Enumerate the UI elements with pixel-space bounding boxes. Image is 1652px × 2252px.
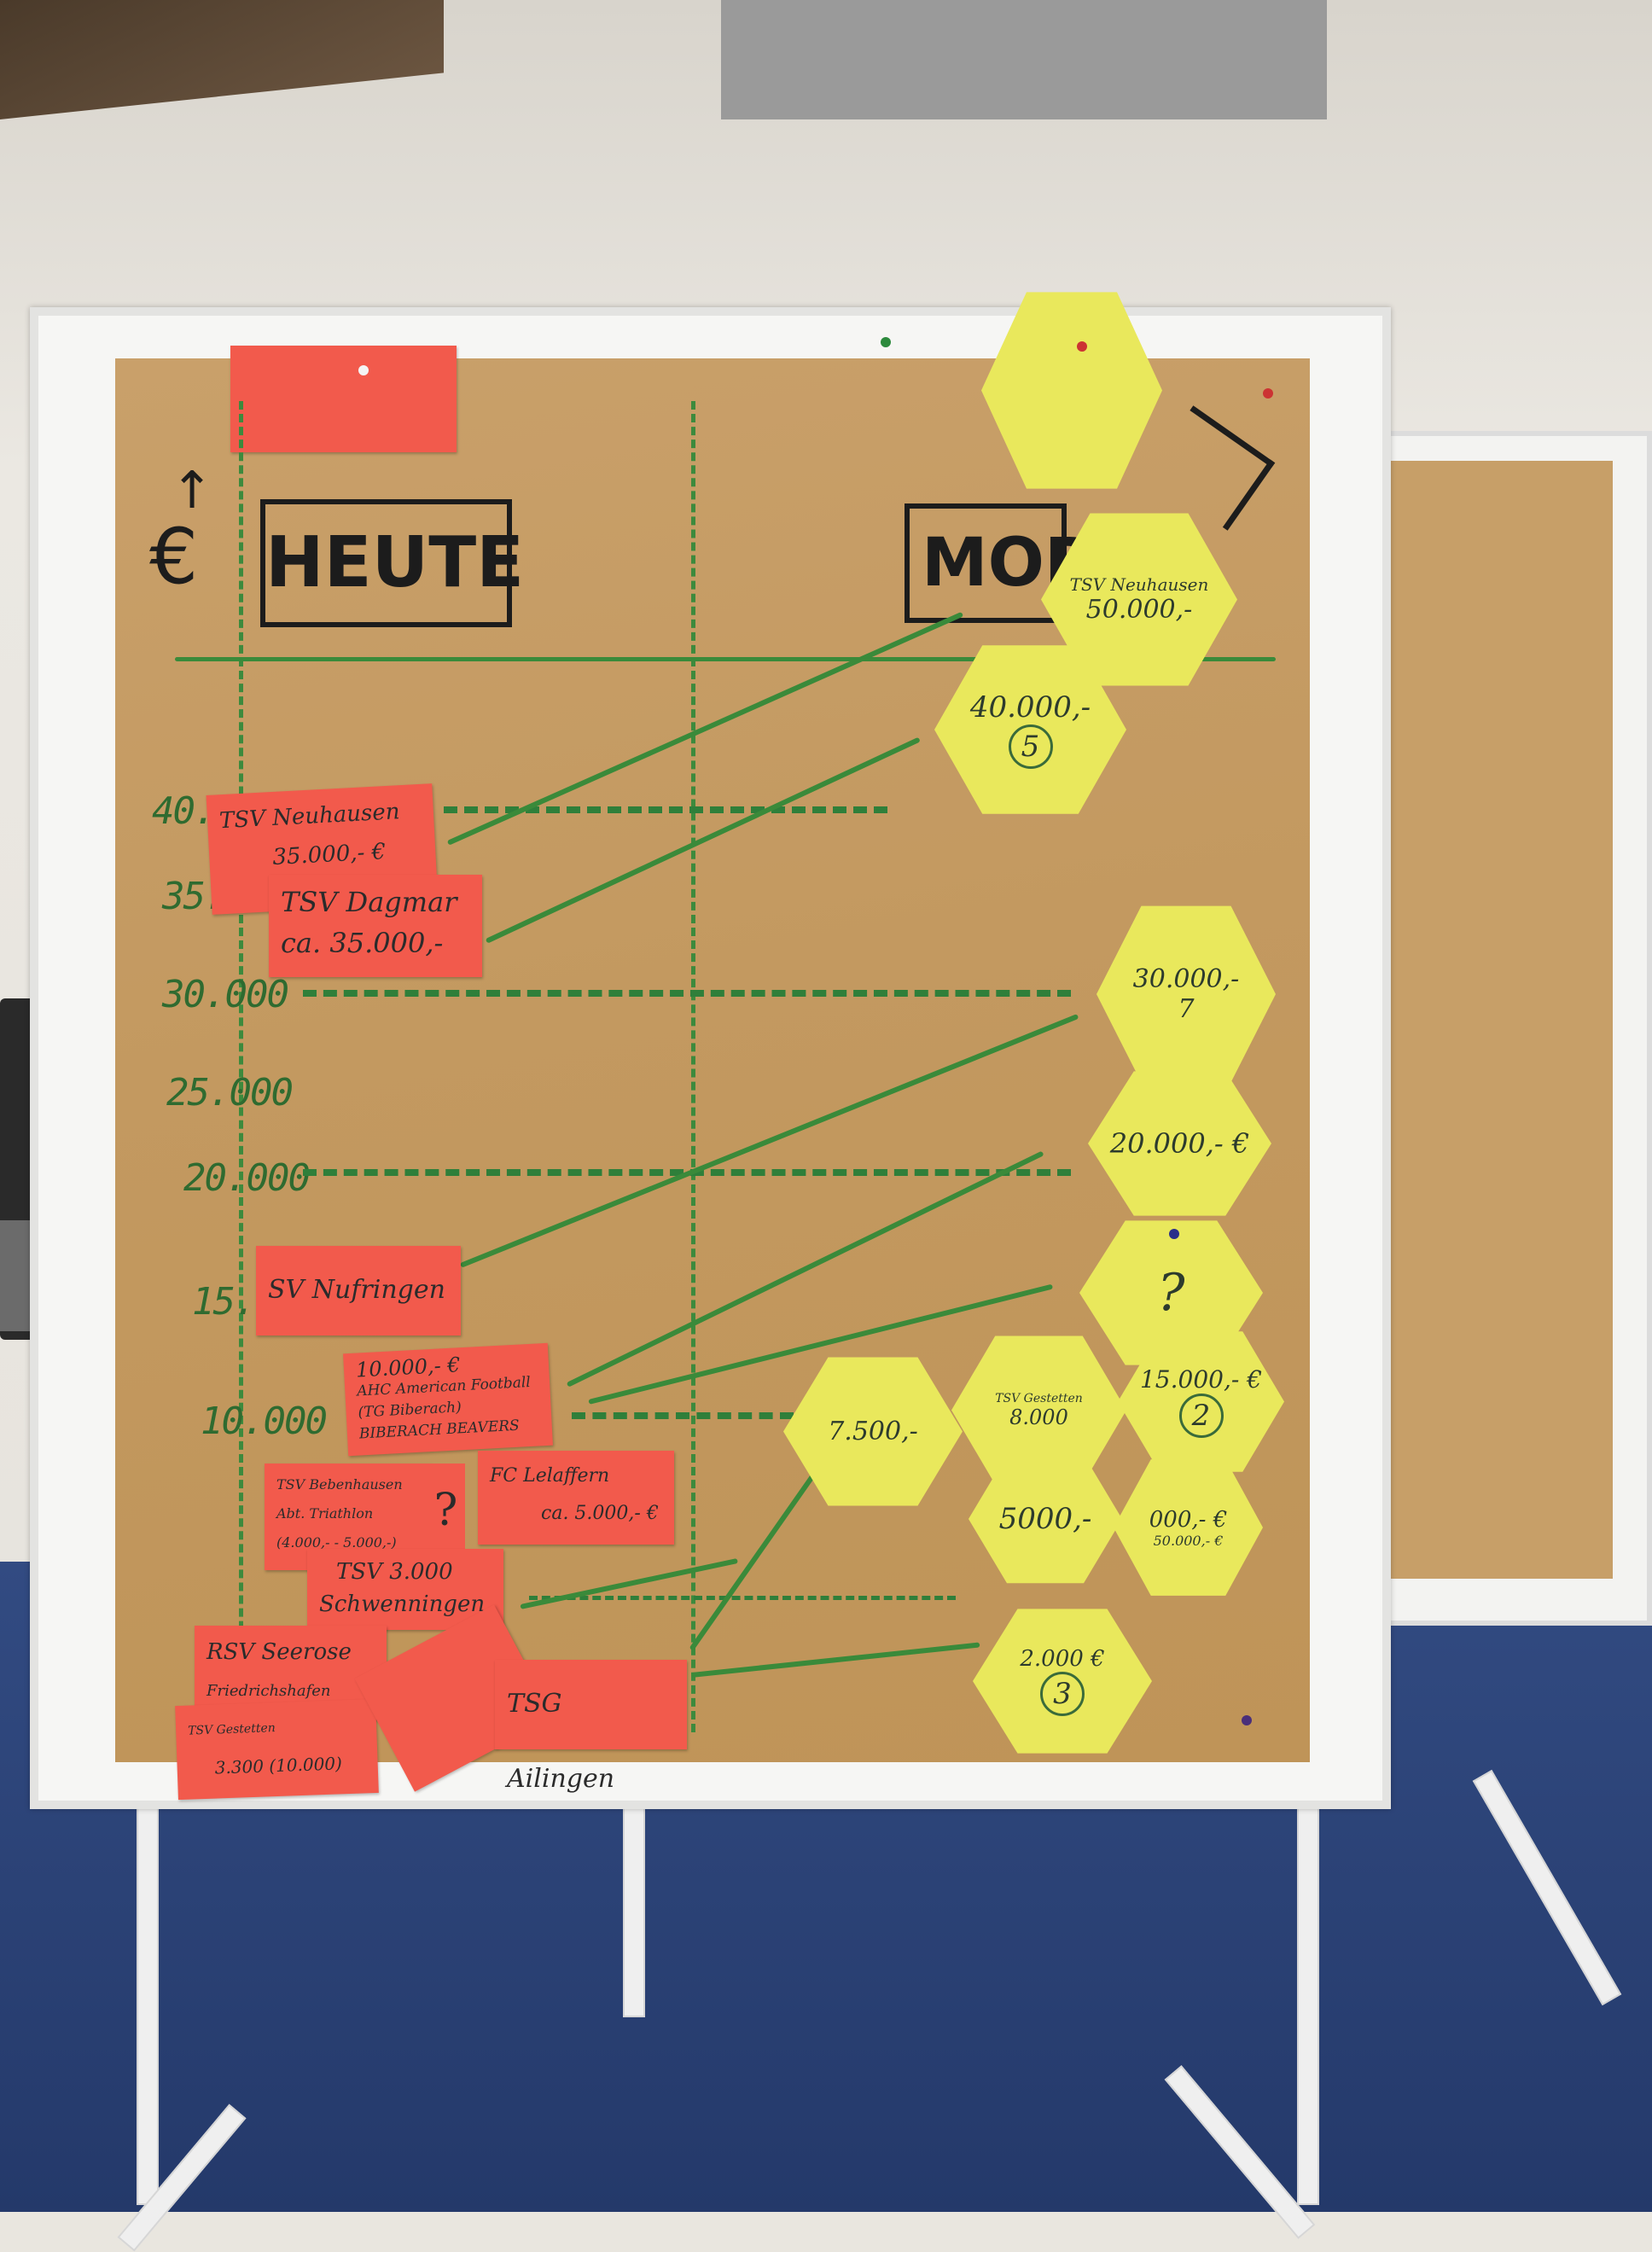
dashed-line-3000 [529,1596,956,1600]
vertical-guide-left [239,401,243,1732]
stand-leg-left [137,1801,159,2205]
red-card-tsg-ailingen: TSG Ailingen [495,1660,687,1794]
dashed-line-40000 [444,806,887,813]
hexagon-5000: 5000,- [969,1454,1122,1584]
stand-leg-right [1297,1801,1319,2205]
hexagon-20000: 20.000,- € [1088,1071,1271,1216]
pin [1263,388,1273,399]
blank-red-card [230,346,457,452]
axis-tick-20000: 20.000 [183,1156,311,1200]
stand-leg-middle [623,1801,645,2017]
pin [881,337,891,347]
arrow-up-icon: ↑ [171,461,214,521]
dashed-line-30000 [303,990,1071,997]
red-card-sv-nufringen: SV Nufringen [256,1246,461,1335]
axis-tick-30000: 30.000 [162,973,289,1016]
heading-morgen: MOR [905,503,1096,623]
pin [1242,1715,1252,1725]
pin [1077,341,1087,352]
hexagon-top-blank [981,292,1162,489]
hexagon-40000: 40.000,-5 [934,645,1126,814]
axis-tick-25000: 25.000 [166,1071,294,1114]
red-card-ahc-american-football: 10.000,- € AHC American Football (TG Bib… [343,1342,553,1457]
pin [358,365,369,375]
axis-tick-10000: 10.000 [201,1399,328,1443]
green-separator-line [175,657,1276,661]
pin [1169,1229,1179,1239]
currency-symbol: € [149,512,199,602]
heading-heute: HEUTE [260,499,524,627]
vertical-guide-center [691,401,695,1732]
dashed-line-10000 [572,1412,794,1419]
ceiling-panel [721,0,1327,119]
